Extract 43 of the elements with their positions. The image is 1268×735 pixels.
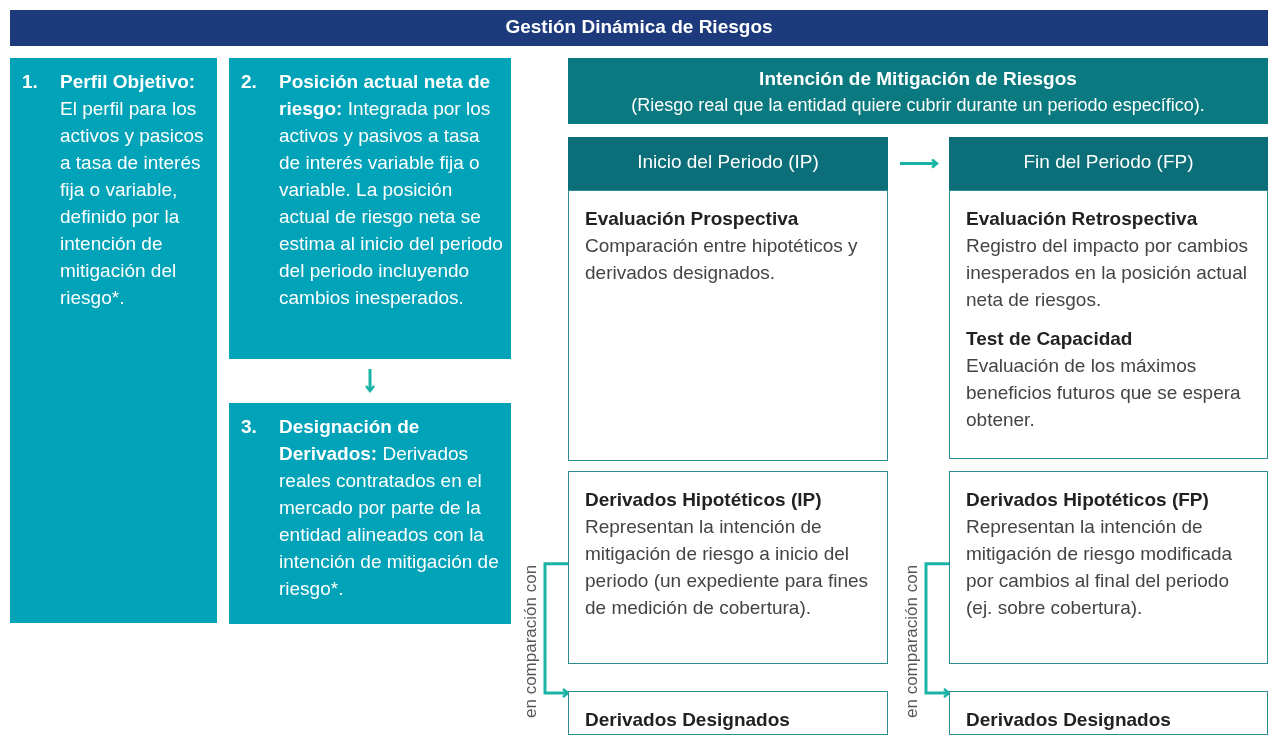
info-box (949, 190, 1268, 459)
arrow (900, 158, 939, 169)
banner-title: Gestión Dinámica de Riesgos (504, 16, 774, 38)
box-heading: Evaluación Retrospectiva (966, 207, 1199, 231)
section-title: Intención de Mitigación de Riesgos (758, 67, 1078, 91)
box-description: Evaluación de los máximos beneficios futuros que se espera obtener. (966, 354, 1242, 432)
step-number: 2. (241, 70, 257, 94)
box-heading: Derivados Hipotéticos (FP) (966, 488, 1210, 512)
box-description: Registro del impacto por cambios inesperados en la posición actual neta de riesgos. (966, 234, 1249, 312)
box-heading: Derivados Hipotéticos (IP) (585, 488, 823, 512)
step-description: Posición actual neta de riesgo: Integrada por los activos y pasivos a tasa de interés variable fija o variable. La posición actual de riesgo neta se estima al inicio del periodo del periodo incluyendo cambios inesperados. (279, 70, 503, 310)
step-box (229, 58, 511, 359)
step-description: Designación de Derivados: Derivados reales contratados en el mercado por parte de la entidad alineados con la intención de mitigación de riesgo*. (279, 415, 500, 601)
info-box (568, 691, 888, 735)
box-description: Representan la intención de mitigación de riesgo modificada por cambios al final del periodo (ej. sobre cobertura). (966, 515, 1234, 620)
period-title: Inicio del Periodo (IP) (636, 151, 820, 173)
box-description: Comparación entre hipotéticos y derivados designados. (585, 234, 859, 285)
info-box (949, 691, 1268, 735)
step-number: 1. (22, 70, 38, 94)
info-box (568, 471, 888, 664)
section-subtitle: (Riesgo real que la entidad quiere cubrir durante un periodo específico). (630, 94, 1206, 117)
title-banner (10, 10, 1268, 46)
period-title: Fin del Periodo (FP) (1022, 151, 1195, 173)
arrow (364, 369, 376, 393)
step-description: El perfil para los activos y pasicos a tasa de interés fija o variable, definido por la intención de mitigación del riesgo*. (60, 97, 205, 310)
arrow (543, 562, 570, 699)
box-heading: Evaluación Prospectiva (585, 207, 800, 231)
edge-label: en comparación con (521, 564, 541, 718)
step-box (10, 58, 217, 623)
box-description: Representan la intención de mitigación de riesgo a inicio del periodo (un expediente para fines de medición de cobertura). (585, 515, 870, 620)
info-box (568, 190, 888, 461)
box-heading: Test de Capacidad (966, 327, 1134, 351)
step-heading: Perfil Objetivo: (60, 70, 197, 94)
step-box (229, 403, 511, 624)
step-number: 3. (241, 415, 257, 439)
section-banner (568, 58, 1268, 124)
box-heading: Derivados Designados (966, 708, 1172, 732)
edge-label: en comparación con (902, 564, 922, 718)
box-heading: Derivados Designados (585, 708, 791, 732)
period-header (568, 137, 888, 190)
arrow (924, 562, 951, 699)
info-box (949, 471, 1268, 664)
period-header (949, 137, 1268, 190)
